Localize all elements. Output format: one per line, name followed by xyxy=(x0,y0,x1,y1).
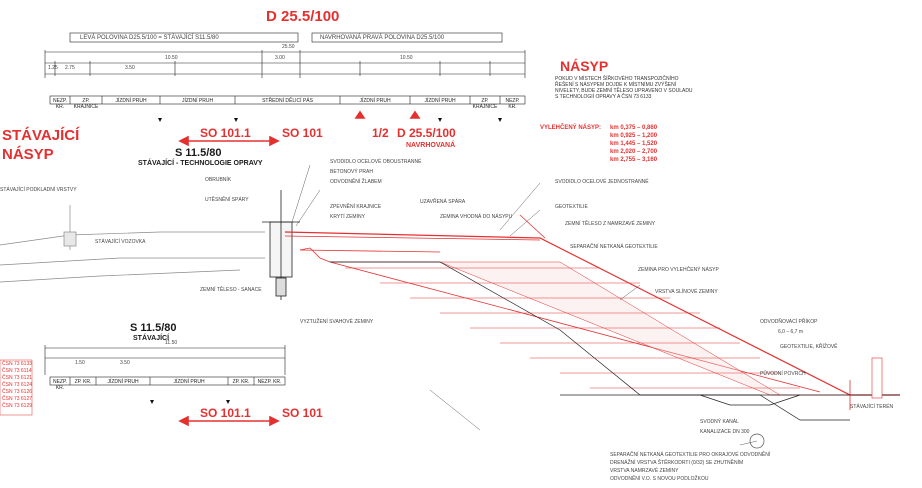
lane-arrows xyxy=(150,118,502,404)
dim-bottom-shoulder: 1.50 xyxy=(75,360,85,366)
label-drain: SVODNÝ KANÁL xyxy=(700,419,739,425)
lane-cell-bottom: NEZP. KR. xyxy=(257,379,282,385)
bottom-dimension-band xyxy=(44,345,286,386)
widening-range: km 1,445 – 1,520 xyxy=(610,141,658,147)
bottom-note: SEPARAČNÍ NETKANÁ GEOTEXTILIE PRO OKRAJO… xyxy=(610,452,771,458)
legend-left-item: ČSN 73 6126 xyxy=(2,389,33,395)
dim-pkg: 1.25 xyxy=(48,65,58,71)
note-mid: UZAVŘENÁ SPÁRA xyxy=(420,199,466,205)
note-left: UTĚSNĚNÍ SPÁRY xyxy=(205,197,249,203)
subgrade-lines xyxy=(330,261,900,449)
note-left: ZEMNÍ TĚLESO - SANACE xyxy=(200,287,262,293)
dim-middle-part: 3.00 xyxy=(275,55,285,61)
note-mid: KRYTÍ ZEMINY xyxy=(330,214,365,220)
bottom-note: VRSTVA NAMRZAVÉ ZEMINY xyxy=(610,468,679,474)
lane-cell-bottom: ZP. KR. xyxy=(74,379,92,385)
central-structure xyxy=(262,190,300,300)
lane-cell-top: NEZP. KR. xyxy=(505,98,520,110)
note-left: STÁVAJÍCÍ PODKLADNÍ VRSTVY xyxy=(0,187,77,193)
note-right: ZEMINA PRO VYLEHČENÝ NÁSYP xyxy=(638,267,719,273)
widening-range: km 2,755 – 3,160 xyxy=(610,157,658,163)
label-existing-ground: PŮVODNÍ POVRCH xyxy=(760,371,806,377)
note-mid: ODVODNĚNÍ ŽLABEM xyxy=(330,179,382,185)
label-fabric: GEOTEXTILIE, KŘÍŽOVĚ xyxy=(780,344,838,350)
nasyp-title: NÁSYP xyxy=(560,58,609,74)
so-label-bottom-right: SO 101 xyxy=(282,406,323,420)
half-proposed-subtitle: NAVRHOVANÁ xyxy=(406,142,456,149)
existing-embankment xyxy=(0,205,265,283)
nasyp-note: POKUD V MÍSTECH ŠÍŘKOVÉHO TRANSPOZIČNÍHO… xyxy=(555,76,693,100)
s-existing-bottom-title: S 11.5/80 xyxy=(130,322,177,334)
right-half-label: NAVRHOVANÁ PRAVÁ POLOVINA D25.5/100 xyxy=(320,35,445,41)
top-title: D 25.5/100 xyxy=(266,8,340,25)
legend-left-item: ČSN 73 6124 xyxy=(2,382,33,388)
reinforcement-layers xyxy=(330,261,800,396)
dim-left-part: 10.50 xyxy=(165,55,178,61)
dim-bottom-total: 11.50 xyxy=(165,340,178,346)
widening-range: km 0,925 – 1,200 xyxy=(610,133,658,139)
note-right: SEPARAČNÍ NETKANÁ GEOTEXTILIE xyxy=(570,244,658,250)
so-label-top-left: SO 101.1 xyxy=(200,126,251,140)
dim-shoulder: 2.75 xyxy=(65,65,75,71)
right-vertical-tag xyxy=(871,357,883,399)
so-label-top-right: SO 101 xyxy=(282,126,323,140)
widening-label: VYLEHČENÝ NÁSYP: xyxy=(540,125,602,131)
half-proposed-title: D 25.5/100 xyxy=(397,126,456,140)
label-lane-width: 6,0 – 6,7 m xyxy=(778,329,804,335)
lane-cell-top: JÍZDNÍ PRUH xyxy=(424,98,456,104)
half-proposed-prefix: 1/2 xyxy=(372,126,389,140)
legend-left-item: ČSN 73 6129 xyxy=(2,403,33,409)
lane-band-top xyxy=(49,95,526,105)
note-left: STÁVAJÍCÍ VOZOVKA xyxy=(95,239,146,245)
lane-cell-top: JÍZDNÍ PRUH xyxy=(115,98,147,104)
s-existing-bottom-subtitle: STÁVAJÍCÍ xyxy=(133,335,170,342)
lane-cell-top: ZP. KRAJNICE xyxy=(73,98,99,110)
leader-lines xyxy=(291,164,758,446)
note-mid: BETONOVÝ PRAH xyxy=(330,169,373,175)
top-dimension-band xyxy=(44,32,526,78)
label-drain-detail: KANALIZACE DN 300 xyxy=(700,429,750,435)
note-right: SVODIDLO OCELOVÉ JEDNOSTRANNÉ xyxy=(555,179,649,185)
label-reinforcement: VYZTUŽENÍ SVAHOVÉ ZEMINY xyxy=(300,319,374,325)
note-right: ZEMNÍ TĚLESO Z NAMRZAVÉ ZEMINY xyxy=(565,221,656,227)
legend-left-item: ČSN 73 6114 xyxy=(2,368,32,374)
widening-range: km 0,375 – 0,860 xyxy=(610,125,658,131)
left-legend-box xyxy=(0,359,33,416)
legend-left-item: ČSN 73 6127 xyxy=(2,396,33,402)
lane-cell-top: NEZP. KR. xyxy=(52,98,68,110)
legend-left-item: ČSN 73 6133 xyxy=(2,361,33,367)
note-left: OBRUBNÍK xyxy=(205,177,232,183)
note-mid: SVODIDLO OCELOVÉ OBOUSTRANNÉ xyxy=(330,159,422,165)
note-mid: ZEMINA VHODNÁ DO NÁSYPU xyxy=(440,214,513,220)
s-existing-title: S 11.5/80 xyxy=(175,147,222,159)
s-existing-subtitle: STÁVAJÍCÍ - TECHNOLOGIE OPRAVY xyxy=(138,160,263,167)
dim-lane: 3.50 xyxy=(125,65,135,71)
label-terrain: STÁVAJÍCÍ TERÉN xyxy=(850,404,894,410)
lane-cell-bottom: JÍZDNÍ PRUH xyxy=(173,379,205,385)
dim-right-part: 10.50 xyxy=(400,55,413,61)
note-right: GEOTEXTILIE xyxy=(555,204,588,210)
lane-cell-bottom: ZP. KR. xyxy=(232,379,250,385)
lane-cell-top: JÍZDNÍ PRUH xyxy=(359,98,391,104)
so-label-bottom-left: SO 101.1 xyxy=(200,406,251,420)
lane-cell-bottom: NEZP. KR. xyxy=(52,379,68,391)
note-mid: ZPEVNĚNÍ KRAJNICE xyxy=(330,204,382,210)
bottom-note: ODVODNĚNÍ V.O. S NOVOU PODLOŽKOU xyxy=(610,476,709,482)
existing-embankment-title-1: STÁVAJÍCÍ xyxy=(2,127,80,144)
dim-total-top: 25.50 xyxy=(282,44,295,50)
left-half-label: LEVÁ POLOVINA D25.5/100 = STÁVAJÍCÍ S11.… xyxy=(80,35,219,41)
label-ditch: ODVODŇOVACÍ PŘÍKOP xyxy=(760,319,818,325)
lane-cell-top: STŘEDNÍ DĚLICÍ PÁS xyxy=(262,98,313,104)
lane-cell-top: ZP. KRAJNICE xyxy=(472,98,498,110)
dim-bottom-lane: 3.50 xyxy=(120,360,130,366)
so-arrows xyxy=(178,110,421,427)
lane-cell-bottom: JÍZDNÍ PRUH xyxy=(107,379,139,385)
note-right: VRSTVA SLÍNOVÉ ZEMINY xyxy=(655,289,718,295)
legend-left-item: ČSN 73 6121 xyxy=(2,375,33,381)
bottom-note: DRENÁŽNÍ VRSTVA ŠTĚRKODRTI (0/32) SE ZHU… xyxy=(610,460,744,466)
existing-embankment-title-2: NÁSYP xyxy=(2,146,54,163)
widening-range: km 2,020 – 2,700 xyxy=(610,149,658,155)
lane-cell-top: JÍZDNÍ PRUH xyxy=(181,98,214,104)
